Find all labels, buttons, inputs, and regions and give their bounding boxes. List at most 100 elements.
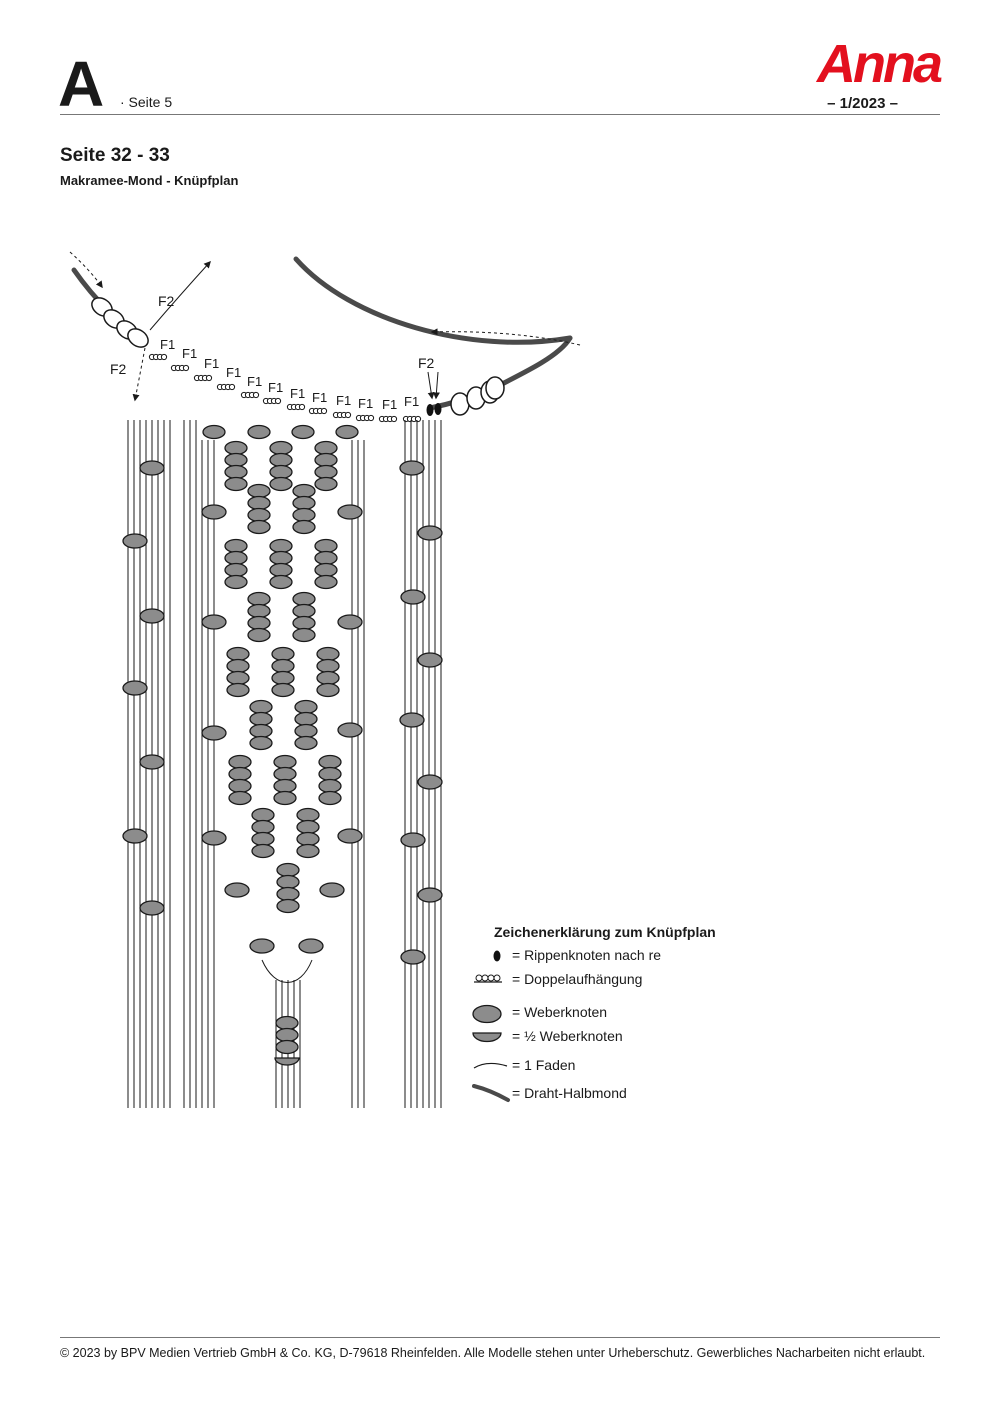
weaver-knot (291, 424, 315, 440)
legend-label-double-mount: = Doppelaufhängung (512, 971, 643, 987)
wire-half-moon-upper (293, 256, 573, 345)
weaver-knot (247, 495, 271, 511)
weaver-knot (400, 949, 426, 965)
double-mount-loop (252, 391, 260, 399)
weaver-knot (316, 670, 340, 686)
weaver-knot (318, 766, 342, 782)
weaver-knot (247, 627, 271, 643)
weaver-knot (275, 1027, 299, 1043)
legend-wire-icon (472, 1084, 510, 1102)
wire-bead (485, 376, 505, 400)
weaver-knot (269, 464, 293, 480)
weaver-knot (319, 882, 345, 898)
weaver-knot (294, 711, 318, 727)
weaver-knot (276, 886, 300, 902)
weaver-knot (226, 658, 250, 674)
weaver-knot (228, 778, 252, 794)
weaver-knot (247, 603, 271, 619)
weaver-knot (292, 507, 316, 523)
weaver-knot (276, 874, 300, 890)
rib-knot (434, 403, 442, 415)
weaver-knot (226, 670, 250, 686)
issue-number: – 1/2023 – (827, 95, 898, 112)
weaver-knot (224, 882, 250, 898)
legend-double-mount-icon (475, 974, 483, 982)
wire-bead (127, 328, 149, 348)
weaver-knot (247, 483, 271, 499)
weaver-knot (271, 670, 295, 686)
weaver-knot (269, 440, 293, 456)
double-mount-loop (320, 407, 328, 415)
weaver-knot (417, 887, 443, 903)
weaver-knot (292, 615, 316, 631)
weaver-knot (228, 754, 252, 770)
weaver-knot (251, 831, 275, 847)
thread-label-f1: F1 (382, 397, 397, 412)
weaver-knot (316, 658, 340, 674)
weaver-knot (251, 819, 275, 835)
thread-label-f1: F1 (290, 386, 305, 401)
double-mount-loop (367, 414, 375, 422)
weaver-knot (247, 591, 271, 607)
weaver-knot (139, 460, 165, 476)
weaver-knot (292, 627, 316, 643)
weaver-knot (273, 766, 297, 782)
direction-arrow (427, 371, 435, 400)
thread-label-f2: F2 (110, 361, 127, 377)
weaver-knot (318, 778, 342, 794)
weaver-knot (122, 533, 148, 549)
weaver-knot (251, 807, 275, 823)
weaver-knot (314, 562, 338, 578)
weaver-knot (292, 483, 316, 499)
legend-weaver-knot-icon (472, 1004, 502, 1024)
weaver-knot (296, 843, 320, 859)
thread-label-f1: F1 (247, 374, 262, 389)
legend-label-thread: = 1 Faden (512, 1057, 576, 1073)
rib-knot (426, 404, 434, 416)
double-mount-loop (414, 415, 422, 423)
header-divider (60, 114, 940, 115)
double-mount-loop (228, 383, 236, 391)
weaver-knot (249, 711, 273, 727)
double-mount-loop (182, 364, 190, 372)
legend-title: Zeichenerklärung zum Knüpfplan (494, 924, 716, 940)
legend-half-weaver-knot-icon (472, 1032, 502, 1043)
thread-label-f1: F1 (358, 396, 373, 411)
weaver-knot (251, 843, 275, 859)
weaver-knot (296, 831, 320, 847)
thread-label-f1: F1 (160, 337, 175, 352)
weaver-knot (275, 1039, 299, 1055)
weaver-knot (275, 1015, 299, 1031)
direction-arrow (149, 260, 211, 331)
weaver-knot (417, 652, 443, 668)
weaver-knot (335, 424, 359, 440)
weaver-knot (249, 735, 273, 751)
direction-arrow (69, 251, 103, 289)
weaver-knot (399, 460, 425, 476)
weaver-knot (201, 504, 227, 520)
weaver-knot (139, 900, 165, 916)
weaver-knot (314, 550, 338, 566)
weaver-knot (201, 614, 227, 630)
legend-label-wire: = Draht-Halbmond (512, 1085, 627, 1101)
direction-arrow (432, 371, 440, 400)
weaver-knot (337, 828, 363, 844)
footer-divider (60, 1337, 940, 1338)
weaver-knot (294, 699, 318, 715)
weaver-knot (249, 938, 275, 954)
weaver-knot (314, 440, 338, 456)
double-mount-loop (390, 415, 398, 423)
weaver-knot (201, 830, 227, 846)
page-title: Seite 32 - 33 (60, 145, 170, 166)
weaver-knot (224, 538, 248, 554)
thread-label-f1: F1 (268, 380, 283, 395)
weaver-knot (273, 778, 297, 794)
weaver-knot (296, 807, 320, 823)
weaver-knot (269, 452, 293, 468)
weaver-knot (247, 519, 271, 535)
weaver-knot (292, 495, 316, 511)
page-number: · Seite 5 (120, 94, 173, 110)
weaver-knot (318, 790, 342, 806)
weaver-knot (249, 699, 273, 715)
